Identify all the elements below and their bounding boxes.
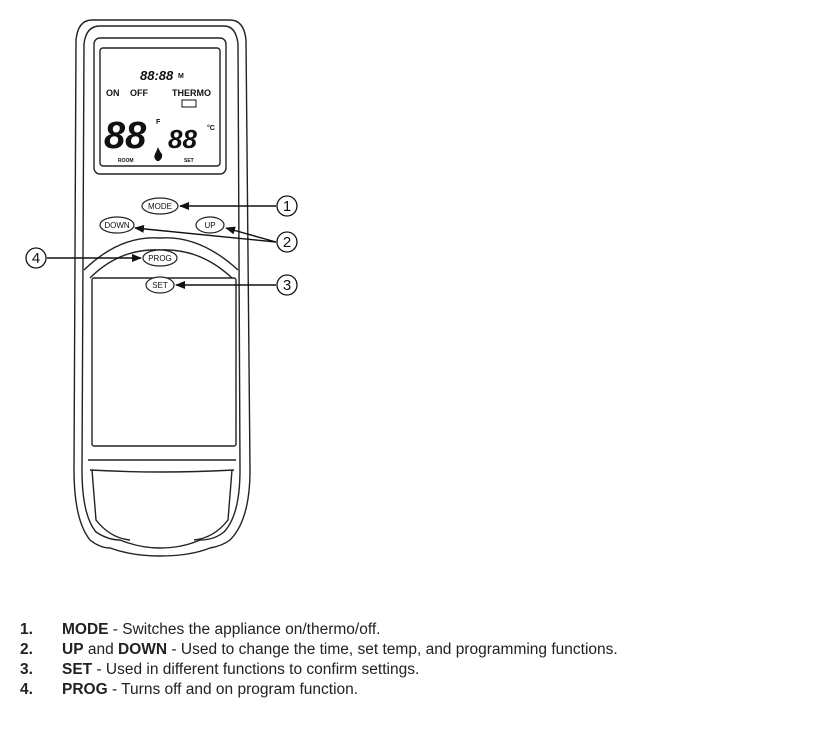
set-button-label: SET xyxy=(152,281,168,290)
callout-3-number: 3 xyxy=(283,277,291,294)
up-button-label: UP xyxy=(204,221,215,230)
legend-description: - Used in different functions to confirm… xyxy=(92,661,420,678)
lcd-thermo-label: THERMO xyxy=(172,88,211,98)
legend-item-number: 2. xyxy=(20,641,33,658)
up-button[interactable]: UP xyxy=(195,216,225,234)
legend-key-term: PROG xyxy=(62,681,108,698)
lcd-display: 88:88 M ON OFF THERMO 88 F 88 °C ROOM SE… xyxy=(104,68,215,164)
prog-button-label: PROG xyxy=(148,254,172,263)
mode-button[interactable]: MODE xyxy=(141,197,179,215)
remote-diagram: 88:88 M ON OFF THERMO 88 F 88 °C ROOM SE… xyxy=(25,19,298,557)
legend-key-term: DOWN xyxy=(118,641,168,658)
callout-lines xyxy=(47,202,277,289)
legend-key-term: UP xyxy=(62,641,84,658)
down-button-label: DOWN xyxy=(104,221,130,230)
legend-key-term: MODE xyxy=(62,621,109,638)
lcd-room-label: ROOM xyxy=(118,158,134,164)
set-button[interactable]: SET xyxy=(145,276,175,294)
callout-4-number: 4 xyxy=(32,250,40,267)
legend-item-text: SET - Used in different functions to con… xyxy=(62,660,419,680)
legend-item-number: 1. xyxy=(20,621,33,638)
flame-icon xyxy=(154,147,163,161)
legend-list: 1. MODE - Switches the appliance on/therm… xyxy=(20,620,820,700)
callout-2-number: 2 xyxy=(283,234,291,251)
lcd-clock-suffix: M xyxy=(178,73,184,80)
callout-2-line-up xyxy=(225,226,277,243)
legend-item: 3. SET - Used in different functions to c… xyxy=(20,660,820,680)
callout-4: 4 xyxy=(25,247,47,269)
battery-icon xyxy=(181,99,197,108)
lcd-clock: 88:88 xyxy=(140,68,174,83)
callout-1-number: 1 xyxy=(283,198,291,215)
legend-item-number: 4. xyxy=(20,681,33,698)
lcd-unit-f: F xyxy=(156,119,161,126)
callout-2: 2 xyxy=(276,231,298,253)
legend-key-term: SET xyxy=(62,661,93,678)
legend-description: - Switches the appliance on/thermo/off. xyxy=(108,621,381,638)
callout-2-line-down xyxy=(134,224,277,243)
mode-button-label: MODE xyxy=(148,202,172,211)
down-button[interactable]: DOWN xyxy=(99,216,135,234)
callout-3: 3 xyxy=(276,274,298,296)
legend-item: 1. MODE - Switches the appliance on/therm… xyxy=(20,620,820,640)
legend-description: - Used to change the time, set temp, and… xyxy=(167,641,618,658)
legend-item-text: PROG - Turns off and on program function… xyxy=(62,680,358,700)
legend-item: 4. PROG - Turns off and on program functi… xyxy=(20,680,820,700)
legend-item: 2. UP and DOWN - Used to change the time,… xyxy=(20,640,820,660)
lcd-off-label: OFF xyxy=(130,88,148,98)
legend-description: and xyxy=(83,641,119,658)
legend-description: - Turns off and on program function. xyxy=(107,681,359,698)
legend-item-text: UP and DOWN - Used to change the time, s… xyxy=(62,640,618,660)
remote-body xyxy=(73,19,251,557)
legend-item-number: 3. xyxy=(20,661,33,678)
lcd-set-label: SET xyxy=(184,158,194,164)
legend-item-text: MODE - Switches the appliance on/thermo/… xyxy=(62,620,380,640)
callout-1: 1 xyxy=(276,195,298,217)
prog-button[interactable]: PROG xyxy=(142,249,178,267)
lcd-on-label: ON xyxy=(106,88,120,98)
lcd-unit-c: °C xyxy=(207,124,215,132)
lcd-set-temp: 88 xyxy=(168,124,197,154)
lcd-room-temp: 88 xyxy=(104,115,147,157)
